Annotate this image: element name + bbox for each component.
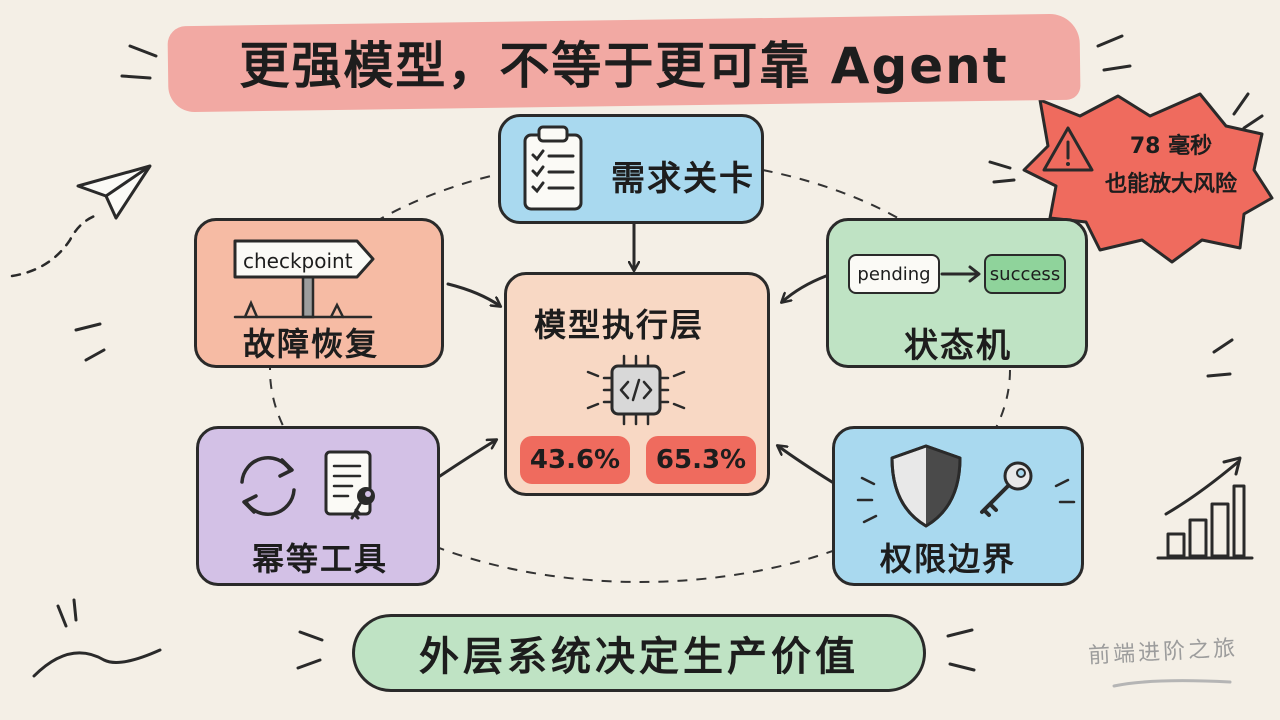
requirement-gate-box: 需求关卡	[498, 114, 764, 224]
arrow-statemachine-to-model	[782, 274, 828, 302]
permission-boundary-label: 权限边界	[880, 540, 1017, 578]
model-layer-label: 模型执行层	[534, 306, 705, 344]
shield-icon	[890, 444, 962, 528]
warning-burst	[1022, 92, 1274, 264]
fault-recovery-label: 故障恢复	[243, 325, 380, 363]
watermark-underline	[1112, 679, 1232, 688]
shield-sparkle-icon	[856, 476, 1076, 524]
refresh-cycle-icon	[240, 456, 296, 516]
permission-boundary-box	[832, 426, 1084, 586]
idempotent-tools-box	[196, 426, 440, 586]
connector-arrows	[438, 222, 834, 484]
signpost-icon	[233, 239, 375, 319]
chip-code-icon	[586, 354, 686, 426]
key-icon	[980, 461, 1033, 517]
arrow-permission-to-model	[778, 446, 834, 484]
warning-line-2: 也能放大风险	[1104, 172, 1237, 197]
clipboard-checklist-icon	[523, 125, 583, 211]
state-machine-label: 状态机	[904, 326, 1012, 366]
checkpoint-sign: checkpoint	[243, 249, 353, 273]
document-key-icon	[324, 450, 375, 520]
arrow-recovery-to-model	[446, 282, 500, 306]
growth-chart-icon	[1156, 456, 1254, 560]
warning-icon	[1042, 126, 1094, 172]
page-title: 更强模型，不等于更可靠 Agent	[239, 37, 1009, 95]
decorative-doodles	[10, 34, 1264, 678]
metric-badge-1: 43.6%	[520, 436, 630, 484]
fault-recovery-box: checkpoint 故障恢复	[194, 218, 444, 368]
state-success: success	[984, 254, 1066, 294]
conclusion-pill: 外层系统决定生产价值	[352, 614, 926, 692]
state-transition-arrow	[940, 265, 981, 283]
requirement-gate-label: 需求关卡	[611, 159, 755, 199]
state-pending: pending	[848, 254, 940, 294]
arrow-tools-to-model	[438, 440, 496, 478]
warning-line-1: 78 毫秒	[1129, 134, 1213, 159]
metric-badge-2: 65.3%	[646, 436, 756, 484]
paper-plane-icon	[76, 164, 152, 220]
idempotent-tools-label: 幂等工具	[252, 540, 389, 578]
